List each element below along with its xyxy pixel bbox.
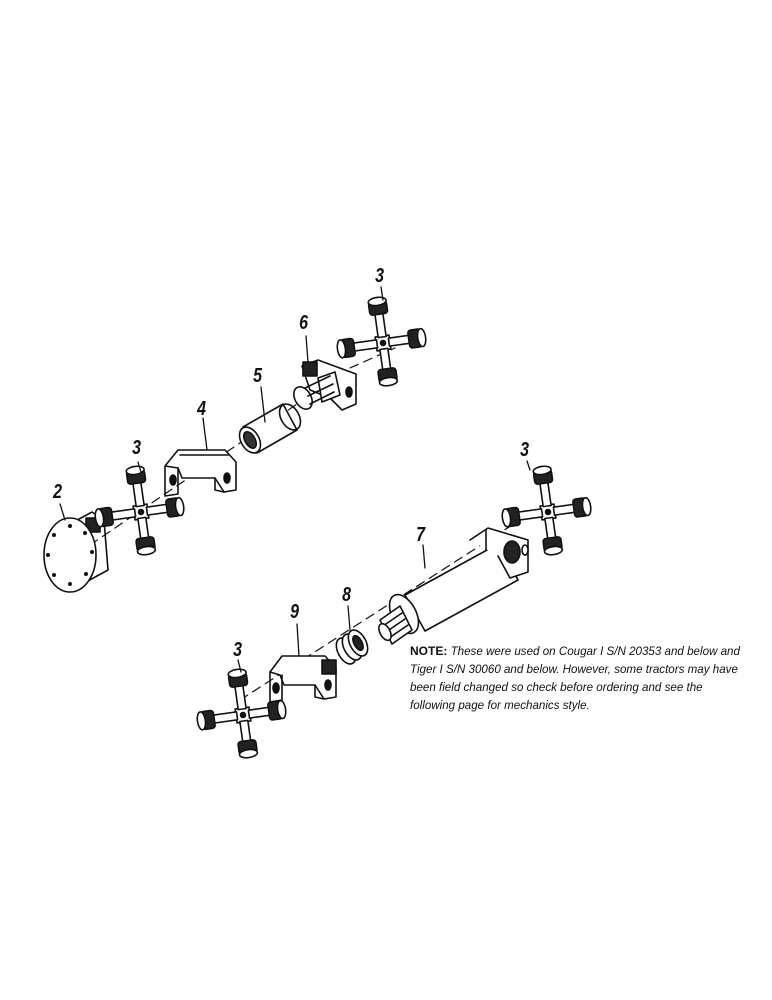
sleeve-drawing [238,403,302,454]
note-paragraph: NOTE: These were used on Cougar I S/N 20… [410,642,746,715]
callout-9: 9 [290,601,300,623]
yoke-drawing [164,449,237,497]
callout-3-left: 3 [132,437,142,459]
callout-8: 8 [342,584,352,606]
callout-5: 5 [253,365,263,387]
callout-3-top: 3 [375,265,385,287]
note-text: These were used on Cougar I S/N 20353 an… [410,645,740,712]
callout-4: 4 [197,398,207,420]
callout-6: 6 [299,312,309,334]
driveshaft-tube-drawing [378,527,529,645]
callout-3-bottom: 3 [233,639,243,661]
splined-yoke-drawing [293,359,357,411]
seal-rings-drawing [335,629,369,665]
note-label: NOTE: [410,644,448,658]
lower-yoke-drawing [269,655,337,703]
callout-3-right: 3 [520,439,530,461]
callout-2: 2 [53,481,63,503]
callout-7: 7 [416,524,426,546]
leader-lines [59,286,531,673]
ujoint-bottom-drawing [190,662,293,765]
